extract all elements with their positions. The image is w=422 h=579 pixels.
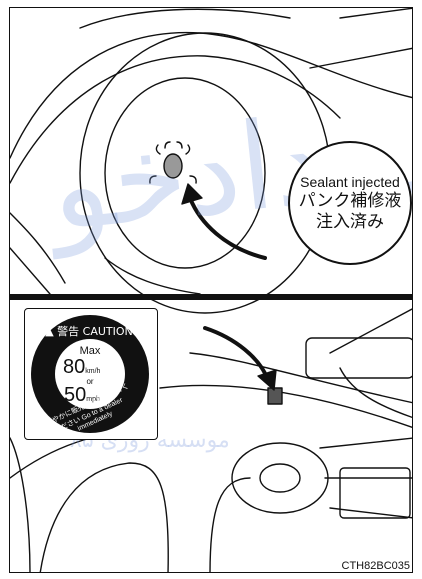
unit-mph: mph [86, 396, 100, 403]
figure-code: CTH82BC035 [339, 560, 412, 572]
panel-divider [10, 294, 412, 300]
speed-mph: 50mph [64, 384, 100, 407]
sealant-label-jp-2: 注入済み [316, 211, 384, 232]
speed-kmh: 80km/h [63, 356, 100, 379]
car-line-art [10, 8, 412, 572]
caution-ring: ▲ 警告 CAUTION Max 80km/h or 50mph 速やかに販売店… [31, 315, 149, 433]
sealant-injected-badge: Sealant injected パンク補修液 注入済み [288, 141, 412, 265]
illustration-frame: ایمدادخو ۸۵ موسسه روزی Sealant injected … [9, 7, 413, 573]
speed-mph-value: 50 [64, 384, 87, 406]
or-label: or [86, 377, 94, 386]
speed-limit-disc: Max 80km/h or 50mph [55, 339, 125, 409]
max-label: Max [79, 345, 101, 357]
speed-kmh-value: 80 [63, 356, 86, 378]
unit-kmh: km/h [85, 368, 101, 375]
caution-title: ▲ 警告 CAUTION [45, 325, 133, 338]
sealant-label-en: Sealant injected [300, 173, 400, 190]
caution-speed-label: ▲ 警告 CAUTION Max 80km/h or 50mph 速やかに販売店… [24, 308, 158, 440]
sealant-label-jp-1: パンク補修液 [298, 190, 402, 211]
